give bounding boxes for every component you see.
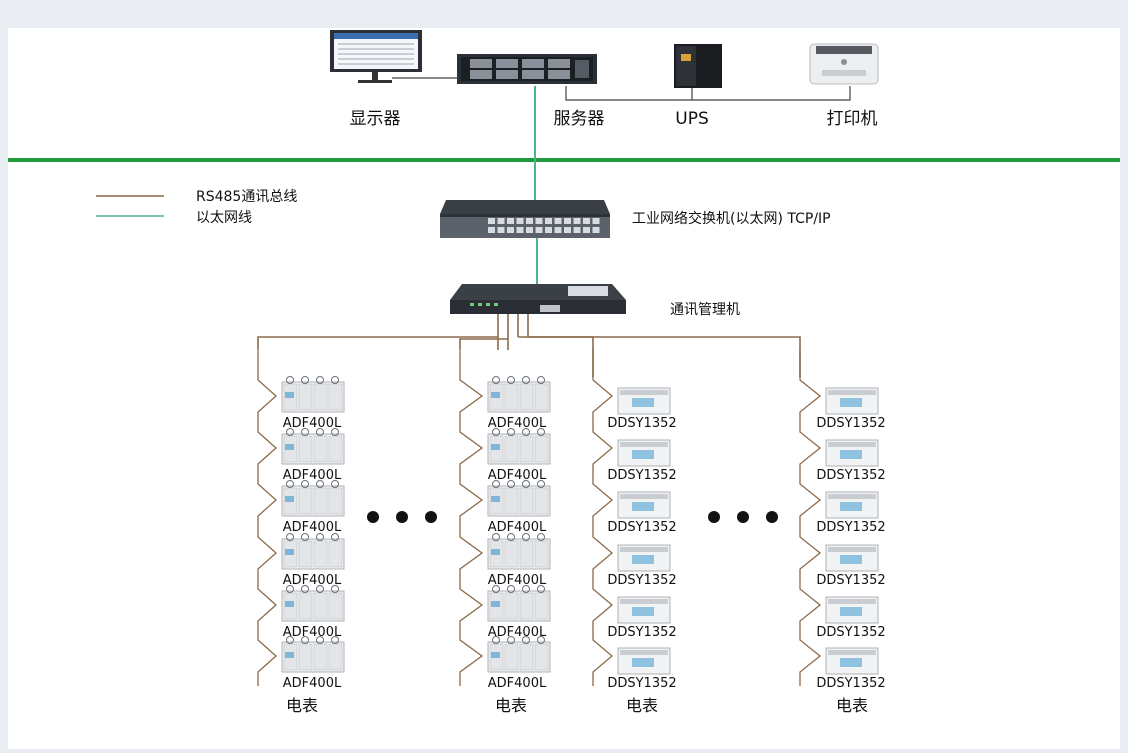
printer-icon [809,43,879,85]
ddsy1352-meter-icon [825,439,879,467]
server-label: 服务器 [554,109,605,129]
legend-ethernet-label: 以太网线 [196,210,252,226]
ddsy1352-meter-icon [617,387,671,415]
meter-model-label: ADF400L [488,468,547,483]
meter-footer-label: 电表 [286,696,318,715]
adf400l-meter-icon [487,585,551,622]
meter-model-label: DDSY1352 [607,625,676,640]
meter-model-label: ADF400L [283,676,342,691]
meter-model-label: ADF400L [283,416,342,431]
adf400l-meter-icon [487,533,551,570]
ups-label: UPS [675,109,709,129]
adf400l-meter-icon [487,636,551,673]
meter-model-label: DDSY1352 [607,416,676,431]
gateway-icon [450,284,626,314]
adf400l-meter-icon [487,480,551,517]
device-column-1: ADF400L ADF400L ADF400L ADF400L ADF400L ADF40… [257,349,345,715]
switch-label: 工业网络交换机(以太网) TCP/IP [632,210,831,227]
meter-model-label: DDSY1352 [816,416,885,431]
meter-model-label: ADF400L [283,468,342,483]
rs485-column-bus [799,349,822,686]
meter-model-label: ADF400L [283,573,342,588]
diagram-panel [8,28,1120,750]
bus-trunk-left [257,336,498,349]
rs485-column-bus [592,349,614,686]
meter-footer-label: 电表 [495,696,527,715]
adf400l-meter-icon [487,376,551,413]
meter-model-label: ADF400L [488,625,547,640]
meter-model-label: DDSY1352 [816,468,885,483]
meter-footer-label: 电表 [836,696,868,715]
ddsy1352-meter-icon [825,596,879,624]
ddsy1352-meter-icon [617,491,671,519]
meter-model-label: DDSY1352 [607,468,676,483]
meter-model-label: DDSY1352 [816,520,885,535]
ddsy1352-meter-icon [617,439,671,467]
adf400l-meter-icon [281,585,345,622]
meter-model-label: DDSY1352 [816,676,885,691]
gateway-label: 通讯管理机 [670,302,740,318]
adf400l-meter-icon [487,428,551,465]
adf400l-meter-icon [281,428,345,465]
ddsy1352-meter-icon [617,596,671,624]
ddsy1352-meter-icon [825,544,879,572]
ups-icon [674,44,722,88]
ddsy1352-meter-icon [825,491,879,519]
device-column-3: DDSY1352DDSY1352DDSY1352DDSY1352DDSY1352… [592,349,677,715]
meter-model-label: ADF400L [488,573,547,588]
meter-model-label: ADF400L [488,416,547,431]
meter-model-label: DDSY1352 [607,520,676,535]
legend-rs485-label: RS485通讯总线 [196,189,297,205]
meter-model-label: ADF400L [488,676,547,691]
monitor-label: 显示器 [350,109,401,129]
device-columns: ADF400L ADF400L ADF400L ADF400L ADF400L ADF40… [257,349,886,715]
more-devices-dots-right [708,511,778,523]
adf400l-meter-icon [281,533,345,570]
printer-label: 打印机 [827,109,878,129]
server-icon [457,54,597,84]
meter-model-label: ADF400L [283,520,342,535]
adf400l-meter-icon [281,376,345,413]
device-column-4: DDSY1352DDSY1352DDSY1352DDSY1352DDSY1352… [799,349,886,715]
ddsy1352-meter-icon [825,387,879,415]
meter-model-label: ADF400L [283,625,342,640]
switch-icon [440,200,610,238]
ddsy1352-meter-icon [617,647,671,675]
rs485-column-bus [459,349,484,686]
peripheral-cable [565,86,851,101]
adf400l-meter-icon [281,636,345,673]
meter-model-label: DDSY1352 [816,625,885,640]
monitor-icon [330,30,422,83]
adf400l-meter-icon [281,480,345,517]
meter-model-label: DDSY1352 [607,573,676,588]
bus-trunk-mid [459,338,508,349]
device-column-2: ADF400L ADF400L ADF400L ADF400L ADF400L ADF40… [459,349,551,715]
ddsy1352-meter-icon [825,647,879,675]
meter-model-label: ADF400L [488,520,547,535]
more-devices-dots-left [367,511,437,523]
meter-model-label: DDSY1352 [607,676,676,691]
ddsy1352-meter-icon [617,544,671,572]
meter-model-label: DDSY1352 [816,573,885,588]
meter-footer-label: 电表 [626,696,658,715]
rs485-column-bus [257,349,277,686]
